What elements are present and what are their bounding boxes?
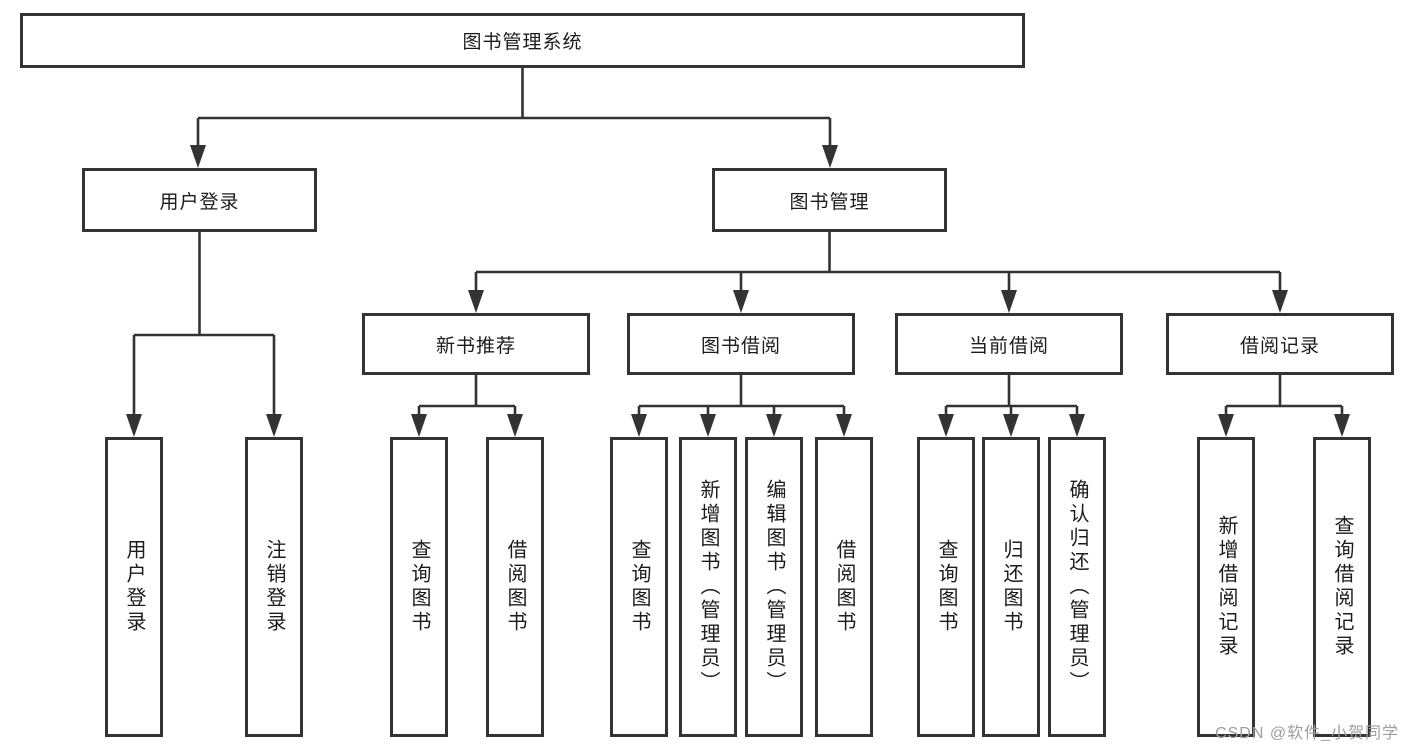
- node-leaf-query-book-2: 查询图书: [610, 437, 668, 737]
- node-leaf-add-borrow-record: 新增借阅记录: [1197, 437, 1255, 737]
- node-leaf-query-borrow-record: 查询借阅记录: [1313, 437, 1371, 737]
- node-leaf-logout-label: 注销登录: [263, 539, 285, 635]
- node-borrow-records-label: 借阅记录: [1239, 335, 1320, 357]
- node-leaf-add-book-admin: 新增图书（管理员）: [679, 437, 737, 737]
- node-leaf-borrow-book-1-label: 借阅图书: [504, 539, 526, 635]
- node-current-borrow-label: 当前借阅: [968, 335, 1049, 357]
- node-leaf-query-book-2-label: 查询图书: [628, 539, 650, 635]
- node-leaf-confirm-return-admin-label: 确认归还（管理员）: [1066, 479, 1088, 695]
- node-book-borrow: 图书借阅: [627, 313, 855, 375]
- node-book-borrow-label: 图书借阅: [700, 335, 781, 357]
- node-leaf-query-book-1-label: 查询图书: [408, 539, 430, 635]
- node-leaf-query-borrow-record-label: 查询借阅记录: [1331, 515, 1353, 659]
- node-leaf-borrow-book-2: 借阅图书: [815, 437, 873, 737]
- node-leaf-logout: 注销登录: [245, 437, 303, 737]
- node-borrow-records: 借阅记录: [1166, 313, 1394, 375]
- node-user-login: 用户登录: [82, 168, 317, 232]
- node-leaf-edit-book-admin-label: 编辑图书（管理员）: [763, 479, 785, 695]
- node-leaf-user-login: 用户登录: [105, 437, 163, 737]
- node-leaf-return-book-label: 归还图书: [1000, 539, 1022, 635]
- node-leaf-borrow-book-1: 借阅图书: [486, 437, 544, 737]
- node-leaf-user-login-label: 用户登录: [123, 539, 145, 635]
- node-leaf-return-book: 归还图书: [982, 437, 1040, 737]
- node-root: 图书管理系统: [20, 13, 1025, 68]
- watermark: CSDN @软件_小贺同学: [1215, 725, 1399, 742]
- node-leaf-add-book-admin-label: 新增图书（管理员）: [697, 479, 719, 695]
- node-current-borrow: 当前借阅: [895, 313, 1123, 375]
- node-new-book-recommend: 新书推荐: [362, 313, 590, 375]
- node-user-login-label: 用户登录: [159, 191, 240, 213]
- node-book-management-label: 图书管理: [789, 191, 870, 213]
- node-leaf-edit-book-admin: 编辑图书（管理员）: [745, 437, 803, 737]
- node-leaf-add-borrow-record-label: 新增借阅记录: [1215, 515, 1237, 659]
- node-book-management: 图书管理: [712, 168, 947, 232]
- node-leaf-query-book-3-label: 查询图书: [935, 539, 957, 635]
- node-new-book-recommend-label: 新书推荐: [435, 335, 516, 357]
- node-leaf-borrow-book-2-label: 借阅图书: [833, 539, 855, 635]
- node-leaf-query-book-3: 查询图书: [917, 437, 975, 737]
- node-root-label: 图书管理系统: [462, 32, 583, 53]
- node-leaf-confirm-return-admin: 确认归还（管理员）: [1048, 437, 1106, 737]
- node-leaf-query-book-1: 查询图书: [390, 437, 448, 737]
